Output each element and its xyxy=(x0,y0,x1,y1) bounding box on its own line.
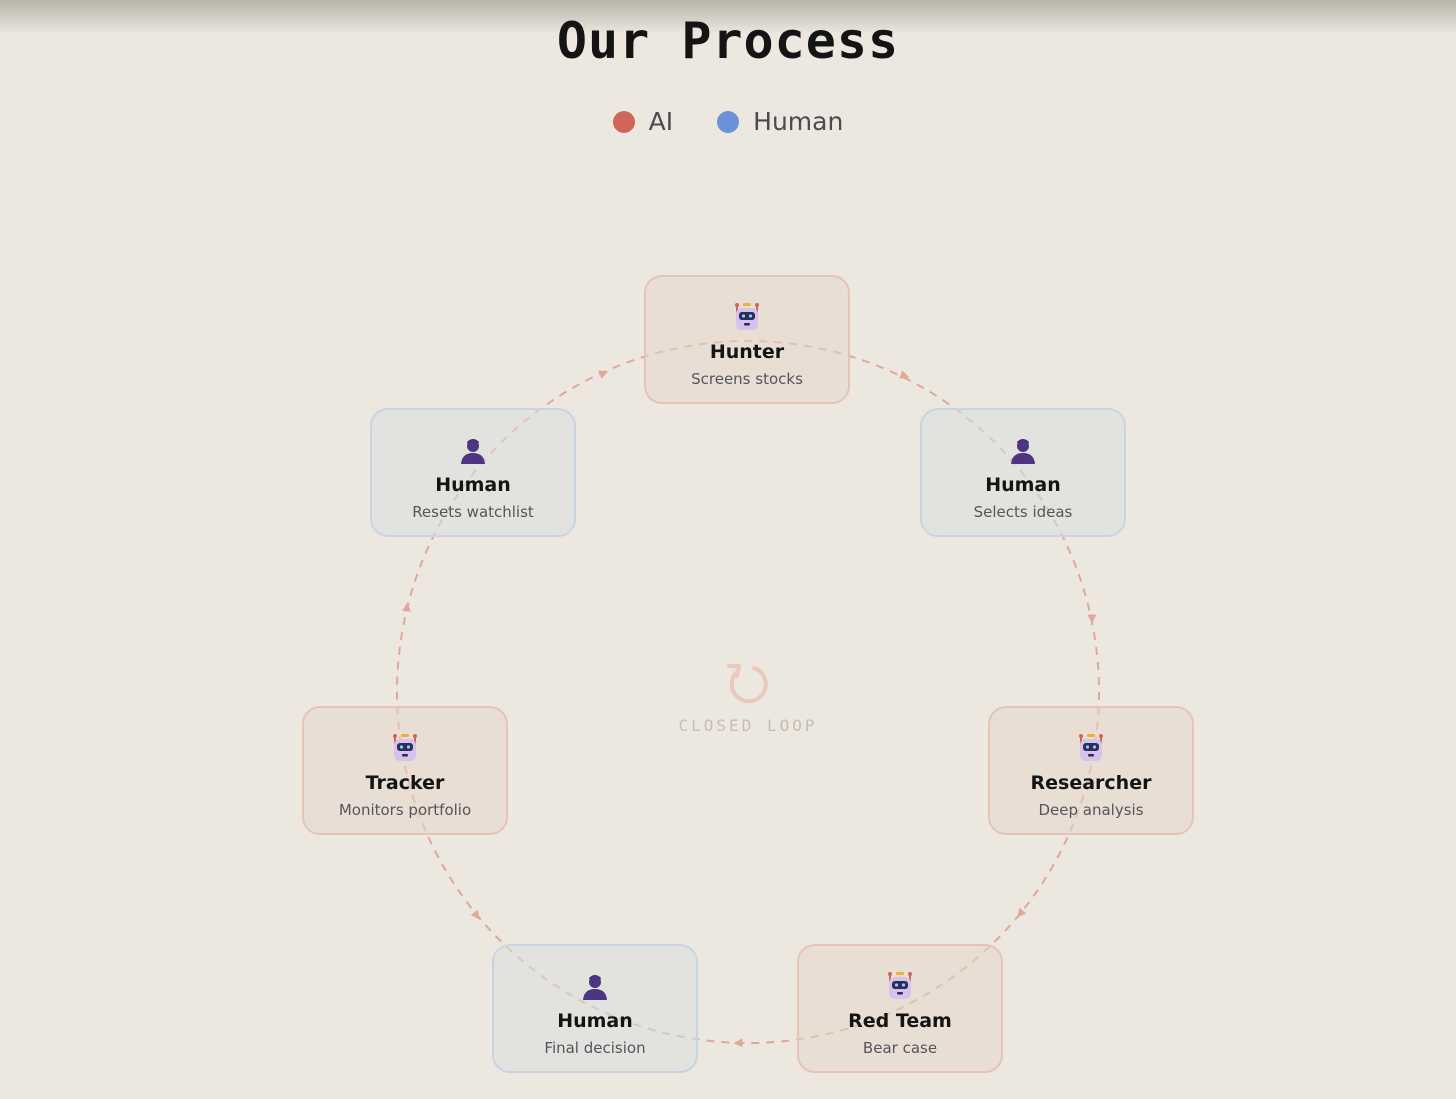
step-label: Human xyxy=(557,1010,633,1032)
legend-item-human: Human xyxy=(717,107,843,136)
person-icon xyxy=(372,435,574,465)
header-shadow xyxy=(0,0,1456,34)
step-description: Deep analysis xyxy=(1038,801,1144,819)
robot-icon xyxy=(304,733,506,763)
step-label: Human xyxy=(435,474,511,496)
legend-dot-human xyxy=(717,110,740,133)
step-description: Resets watchlist xyxy=(412,503,534,521)
step-description: Bear case xyxy=(862,1039,938,1057)
step-hunter: Hunter Screens stocks xyxy=(644,275,850,404)
step-human-reset: Human Resets watchlist xyxy=(370,408,576,537)
step-red-team: Red Team Bear case xyxy=(797,944,1003,1073)
step-description: Monitors portfolio xyxy=(338,801,472,819)
step-label: Red Team xyxy=(848,1010,952,1032)
step-description: Screens stocks xyxy=(691,370,803,388)
loop-arrow-icon xyxy=(720,656,776,712)
legend-label-ai: AI xyxy=(648,107,674,136)
page-title: Our Process xyxy=(556,12,900,70)
legend-item-ai: AI xyxy=(612,107,674,136)
step-human-final: Human Final decision xyxy=(492,944,698,1073)
step-label: Researcher xyxy=(1030,772,1152,794)
legend-dot-ai xyxy=(612,110,635,133)
legend-label-human: Human xyxy=(753,107,844,136)
step-label: Tracker xyxy=(365,772,445,794)
step-description: Final decision xyxy=(544,1039,646,1057)
step-human-select: Human Selects ideas xyxy=(920,408,1126,537)
step-label: Hunter xyxy=(709,341,785,363)
robot-icon xyxy=(799,971,1001,1001)
legend: AI Human xyxy=(0,107,1456,136)
robot-icon xyxy=(990,733,1192,763)
step-tracker: Tracker Monitors portfolio xyxy=(302,706,508,835)
center-label: CLOSED LOOP xyxy=(678,716,818,735)
step-label: Human xyxy=(985,474,1061,496)
loop-arrow xyxy=(1087,614,1097,624)
step-researcher: Researcher Deep analysis xyxy=(988,706,1194,835)
robot-icon xyxy=(646,302,848,332)
person-icon xyxy=(494,971,696,1001)
person-icon xyxy=(922,435,1124,465)
step-description: Selects ideas xyxy=(973,503,1073,521)
